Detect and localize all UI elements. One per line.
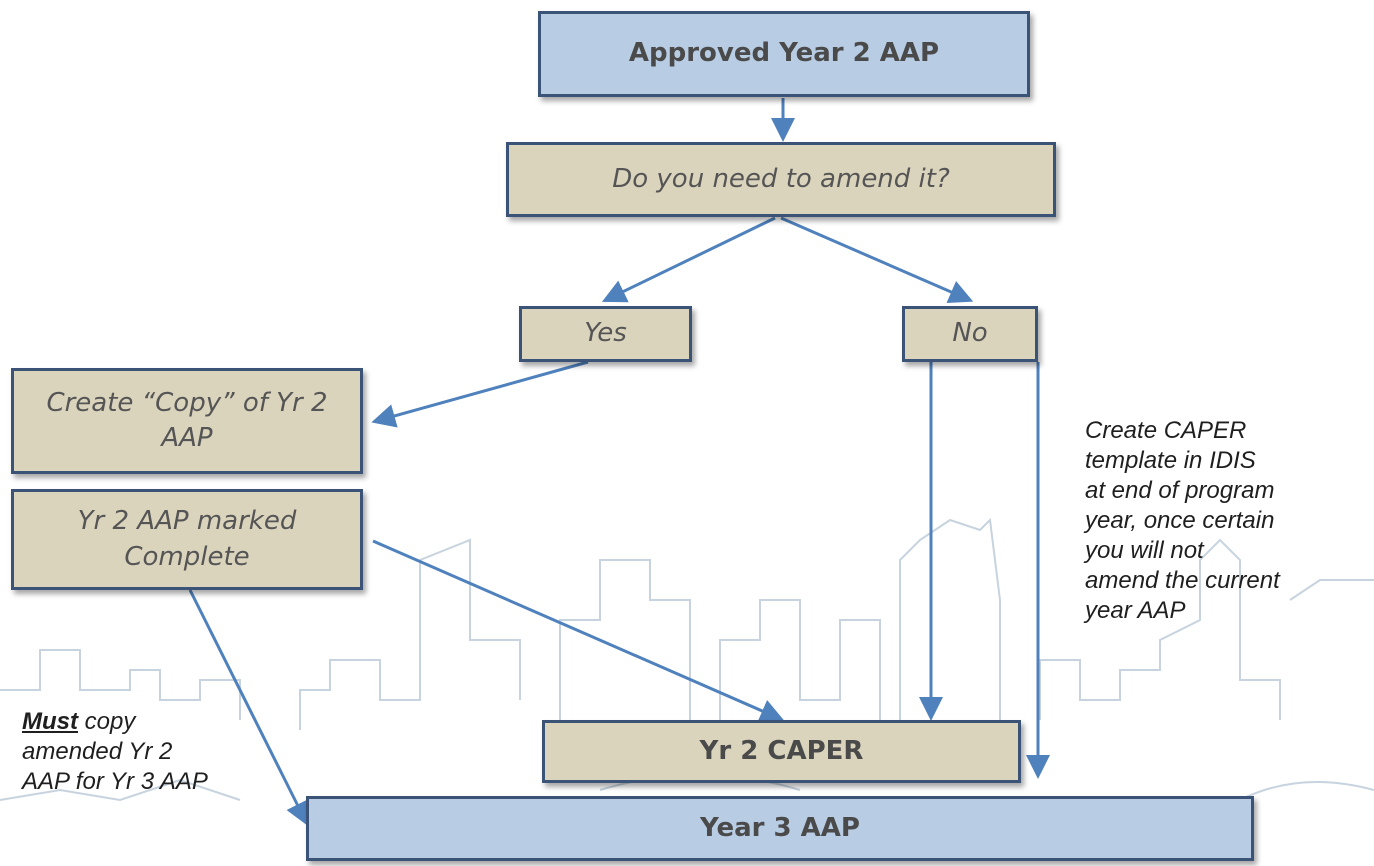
yr2-caper-label: Yr 2 CAPER xyxy=(699,735,864,766)
marked-complete-label: Yr 2 AAP marked Complete xyxy=(77,506,297,572)
caper-note-line: amend the current xyxy=(1085,567,1280,594)
caper-note: Create CAPER template in IDIS at end of … xyxy=(1085,416,1370,626)
copy-note-line: amended Yr 2 xyxy=(22,738,173,765)
no-box: No xyxy=(902,306,1038,362)
create-copy-label: Create “Copy” of Yr 2 AAP xyxy=(46,387,328,453)
amend-question-label: Do you need to amend it? xyxy=(612,163,950,194)
year3-aap-label: Year 3 AAP xyxy=(700,812,860,843)
year3-aap-box: Year 3 AAP xyxy=(306,796,1254,861)
create-copy-box: Create “Copy” of Yr 2 AAP xyxy=(11,368,363,474)
caper-note-line: Create CAPER xyxy=(1085,417,1247,444)
caper-note-line: template in IDIS xyxy=(1085,447,1256,474)
caper-note-line: you will not xyxy=(1085,537,1204,564)
copy-note-line: Must copy xyxy=(22,707,282,737)
marked-complete-box: Yr 2 AAP marked Complete xyxy=(11,489,363,590)
copy-note-rest: copy xyxy=(78,708,136,735)
yr2-caper-box: Yr 2 CAPER xyxy=(542,720,1021,783)
amend-question-box: Do you need to amend it? xyxy=(506,142,1056,217)
yes-box: Yes xyxy=(519,306,692,362)
caper-note-line: year AAP xyxy=(1085,597,1186,624)
caper-note-line: at end of program xyxy=(1085,477,1275,504)
yes-label: Yes xyxy=(584,318,627,349)
copy-note-line: AAP for Yr 3 AAP xyxy=(22,768,208,795)
must-emphasis: Must xyxy=(22,708,78,735)
approved-year2-label: Approved Year 2 AAP xyxy=(628,38,940,69)
copy-note: Must copy amended Yr 2 AAP for Yr 3 AAP xyxy=(22,707,282,797)
no-label: No xyxy=(952,318,988,349)
approved-year2-box: Approved Year 2 AAP xyxy=(538,11,1030,97)
caper-note-line: year, once certain xyxy=(1085,507,1275,534)
